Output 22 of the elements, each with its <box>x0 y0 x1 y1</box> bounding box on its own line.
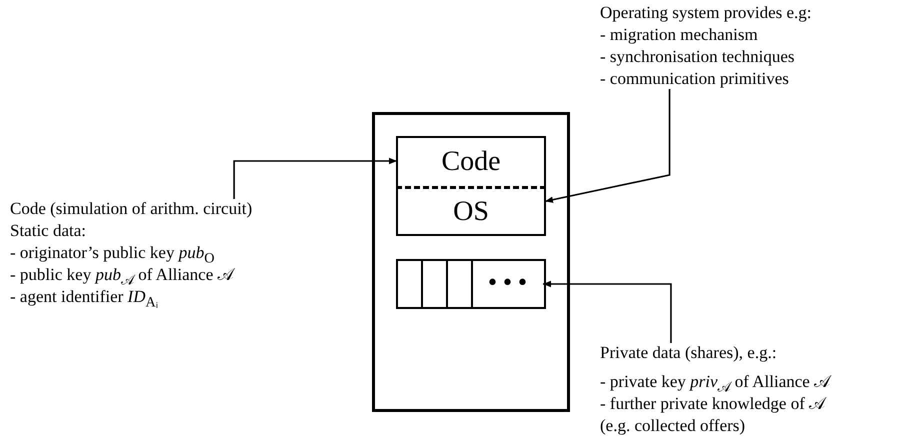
agent-box <box>372 112 570 412</box>
code-compartment <box>396 136 546 186</box>
compartment-label: OS <box>453 196 489 226</box>
arrow <box>544 89 670 203</box>
annotation-heading: Operating system provides e.g: <box>600 2 813 24</box>
arrow <box>233 158 397 199</box>
annotation-line: - agent identifier ID$_{Aᵢ}$ <box>10 286 160 308</box>
annotation-line: Static data: <box>10 220 88 242</box>
annotation-line: - further private knowledge of 𝒜 (e.g. collected offers) <box>600 393 828 437</box>
os-compartment <box>396 186 546 236</box>
compartment-label: Code <box>441 147 501 177</box>
arrow <box>543 280 672 343</box>
annotation-heading: Private data (shares), e.g.: <box>600 342 778 364</box>
annotation-heading: Code (simulation of arithm. circuit) <box>10 198 254 220</box>
ellipsis-text: ••• <box>486 270 531 298</box>
annotation-line: - originator’s public key pub$_{O}$ <box>10 242 216 264</box>
annotation-line: - migration mechanism <box>600 24 759 46</box>
annotation-line: - private key priv$_{𝒜}$ of Alliance 𝒜 <box>600 371 832 393</box>
annotation-line: - synchronisation techniques <box>600 46 796 68</box>
data-array-box <box>396 259 546 309</box>
annotation-line: - public key pub$_{𝒜}$ of Alliance 𝒜 <box>10 264 236 286</box>
annotation-line: - communication primitives <box>600 68 790 90</box>
